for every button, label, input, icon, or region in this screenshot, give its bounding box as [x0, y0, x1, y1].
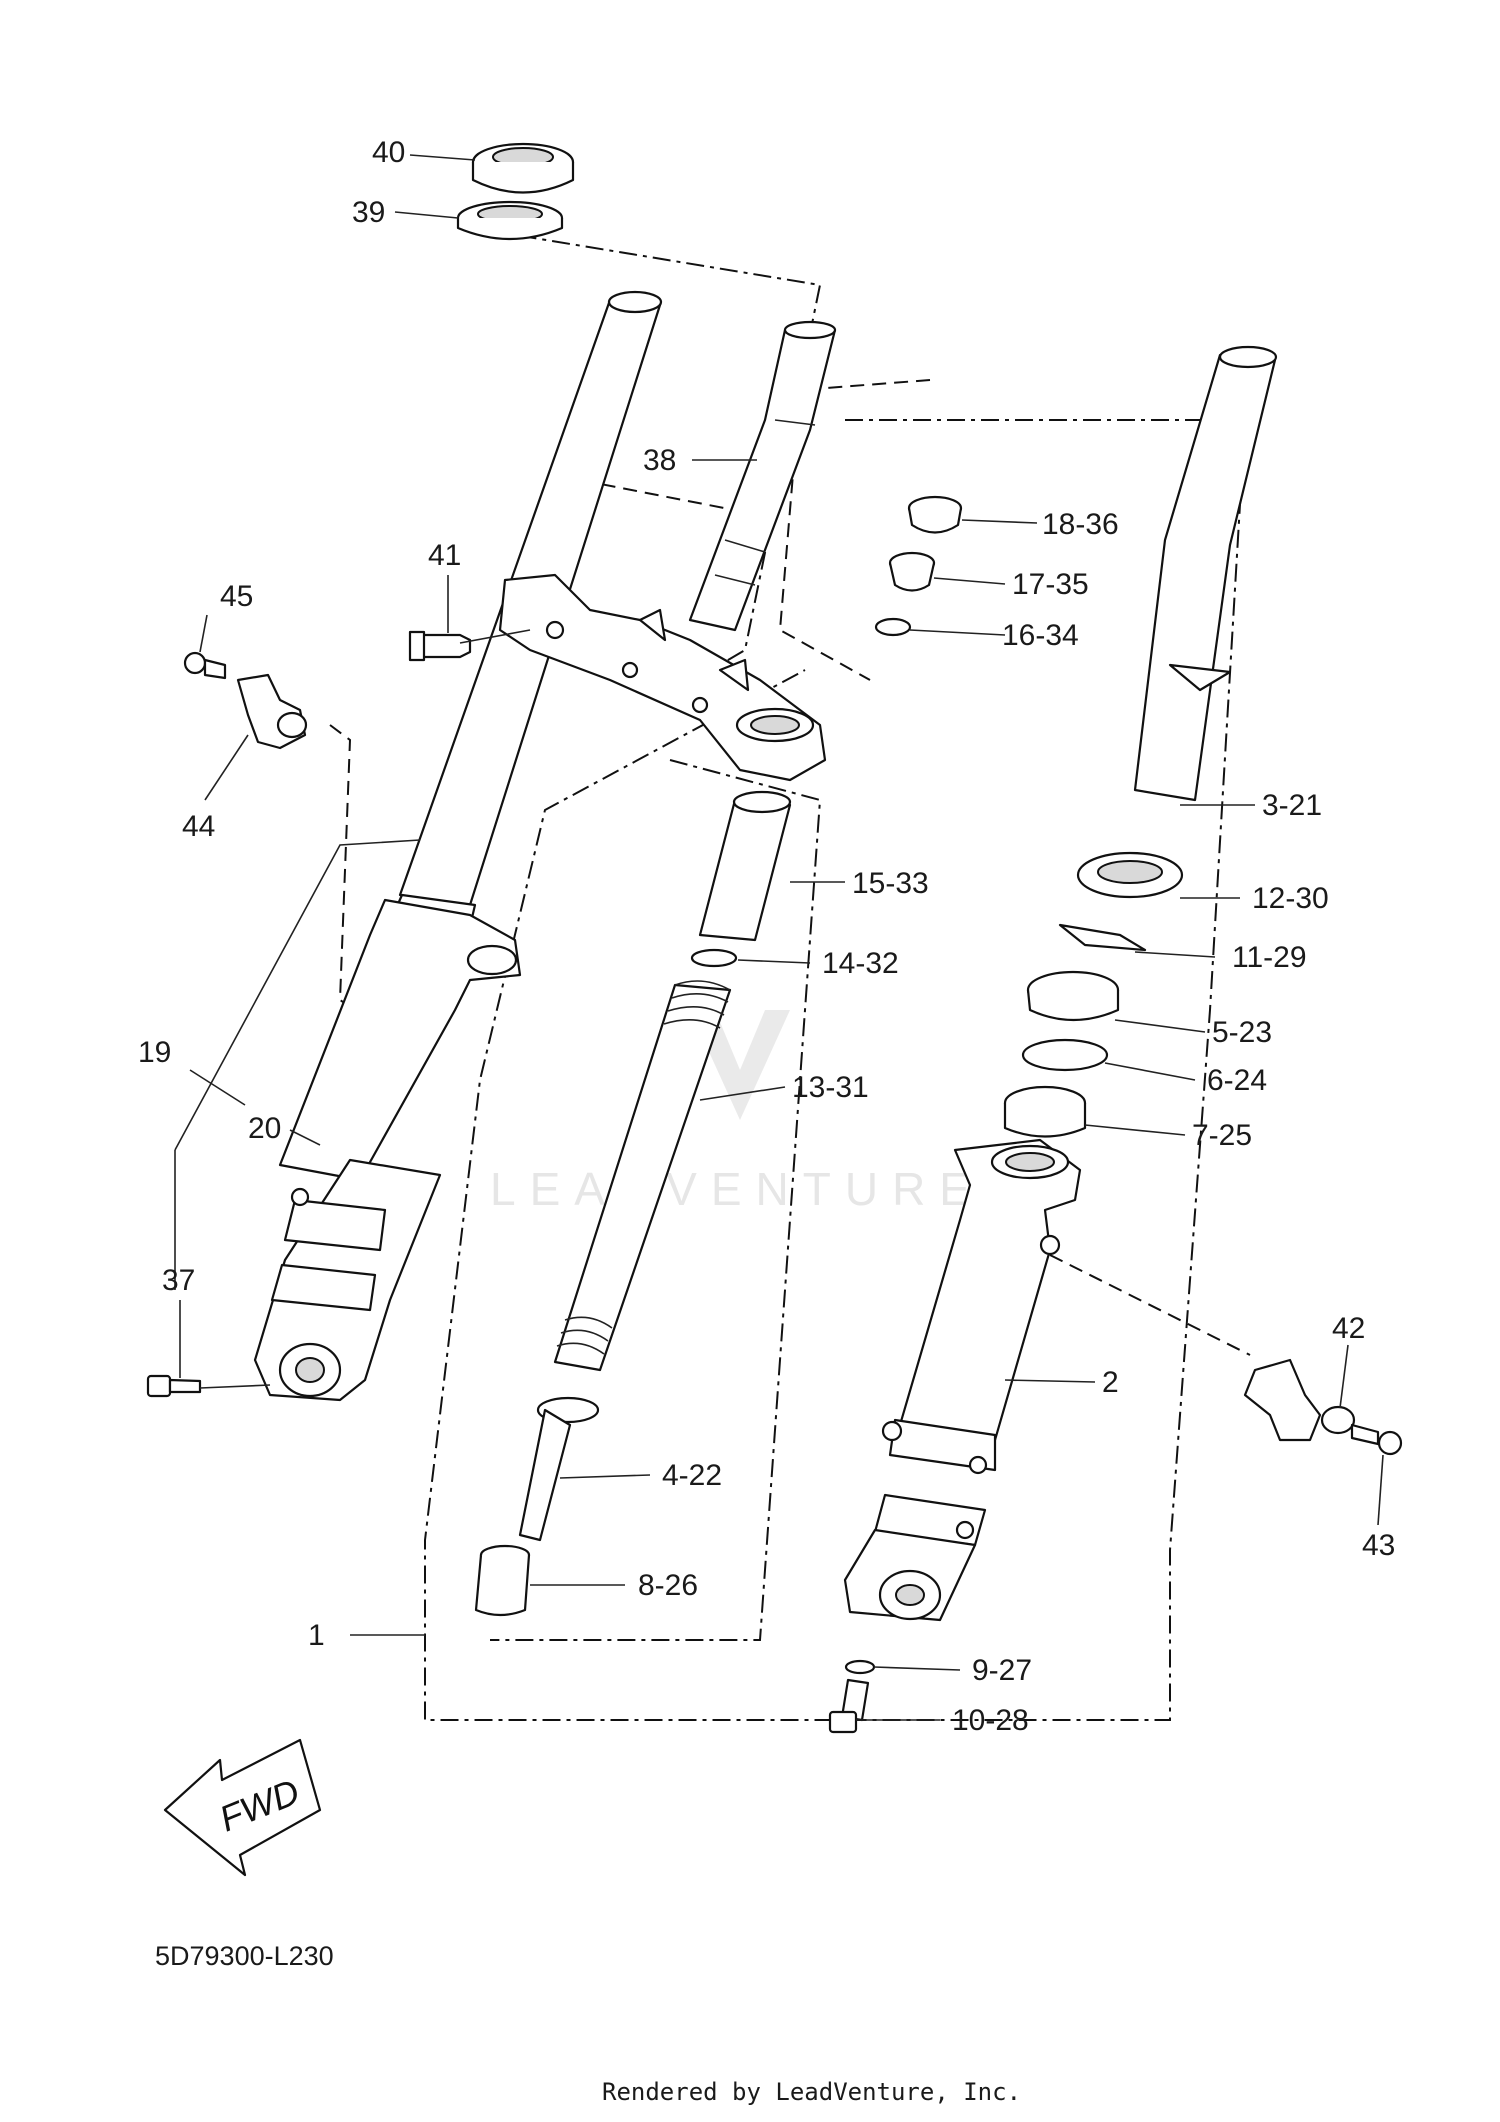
- callout-16-34: 16-34: [1002, 619, 1079, 652]
- bracket-44-and-bolt-45: [183, 651, 308, 750]
- callout-44: 44: [182, 810, 215, 843]
- pinch-bolt-41: [408, 630, 472, 662]
- callout-38: 38: [643, 444, 676, 477]
- leader-lines: [174, 154, 1384, 1721]
- callout-9-27: 9-27: [972, 1654, 1032, 1687]
- callout-15-33: 15-33: [852, 867, 929, 900]
- fwd-arrow: FWD: [163, 1738, 322, 1877]
- callout-40: 40: [372, 136, 405, 169]
- callout-labels: 40 39 38 41 45 44 18-36 17-35 16-34 3-21…: [138, 136, 1395, 1737]
- callout-5-23: 5-23: [1212, 1016, 1272, 1049]
- callout-19: 19: [138, 1036, 171, 1069]
- bracket-42-and-bolt-43: [1243, 1358, 1403, 1456]
- seat-8-26: [474, 1544, 531, 1617]
- callout-41: 41: [428, 539, 461, 572]
- cap-bolt-18-36: [907, 495, 963, 534]
- spring-13-31: [553, 980, 732, 1372]
- callout-39: 39: [352, 196, 385, 229]
- callout-4-22: 4-22: [662, 1459, 722, 1492]
- lower-bracket: [498, 573, 827, 782]
- callout-13-31: 13-31: [792, 1071, 869, 1104]
- right-fork-parts: [843, 345, 1278, 1622]
- callout-45: 45: [220, 580, 253, 613]
- o-ring-16-34: [874, 617, 912, 637]
- callout-37: 37: [162, 1264, 195, 1297]
- footer-credit: Rendered by LeadVenture, Inc.: [602, 2078, 1021, 2106]
- callout-3-21: 3-21: [1262, 789, 1322, 822]
- callout-42: 42: [1332, 1312, 1365, 1345]
- bearing-parts-top: [456, 142, 575, 241]
- callout-6-24: 6-24: [1207, 1064, 1267, 1097]
- adjuster-17-35: [888, 551, 936, 592]
- spacer-15-33: [698, 790, 792, 942]
- callout-12-30: 12-30: [1252, 882, 1329, 915]
- bolt-37: [146, 1374, 202, 1398]
- washer-9-27: [844, 1659, 876, 1675]
- callout-20: 20: [248, 1112, 281, 1145]
- watermark-text: LEADVENTURE: [490, 1163, 984, 1215]
- callout-2: 2: [1102, 1366, 1119, 1399]
- callout-11-29: 11-29: [1232, 941, 1307, 974]
- bolt-10-28: [828, 1678, 870, 1734]
- callout-10-28: 10-28: [952, 1704, 1029, 1737]
- callout-8-26: 8-26: [638, 1569, 698, 1602]
- diagram-code: 5D79300-L230: [155, 1941, 334, 1971]
- callout-43: 43: [1362, 1529, 1395, 1562]
- callout-1: 1: [308, 1619, 325, 1652]
- steering-stem: [688, 320, 837, 632]
- callout-18-36: 18-36: [1042, 508, 1119, 541]
- callout-14-32: 14-32: [822, 947, 899, 980]
- damper-rod-4-22: [518, 1396, 600, 1542]
- watermark-logo: [690, 1010, 790, 1120]
- washer-14-32: [690, 948, 738, 968]
- callout-7-25: 7-25: [1192, 1119, 1252, 1152]
- callout-17-35: 17-35: [1012, 568, 1089, 601]
